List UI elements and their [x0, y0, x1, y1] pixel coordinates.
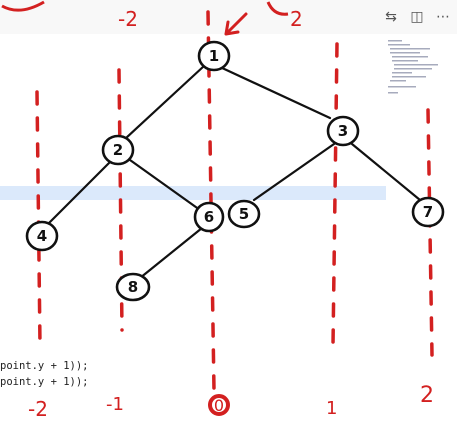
edge-2-4 — [44, 160, 112, 228]
edge-3-5 — [252, 142, 336, 202]
tree-node-label-2: 2 — [113, 141, 123, 159]
column-line-1 — [331, 42, 339, 347]
edge-1-3 — [218, 65, 332, 120]
tree-node-label-7: 7 — [423, 203, 433, 221]
tree-node-5 — [227, 199, 261, 229]
tree-node-label-1: 1 — [209, 47, 219, 65]
edge-1-2 — [124, 64, 206, 140]
editor-area[interactable] — [0, 34, 457, 423]
column-line-neg2 — [35, 90, 42, 347]
tree-node-label-4: 4 — [37, 227, 47, 245]
annotation-top-left: -2 — [118, 7, 138, 31]
scribble-top-left — [1, 0, 45, 12]
scribble-top-right — [266, 1, 289, 16]
column-line-2 — [426, 108, 434, 357]
column-label-0: 0 — [214, 396, 224, 415]
tree-edges — [44, 64, 422, 280]
code-line-1[interactable]: point.y + 1)); — [0, 360, 89, 372]
column-label-neg2: -2 — [28, 397, 48, 421]
edge-3-7 — [350, 142, 422, 202]
tree-node-3 — [326, 115, 360, 147]
current-line-highlight — [0, 186, 386, 200]
tree-node-1 — [197, 40, 231, 72]
edge-6-8 — [138, 226, 204, 280]
column-label-1: 1 — [326, 398, 337, 419]
tree-node-7 — [411, 196, 445, 228]
edge-2-6 — [128, 158, 202, 212]
tree-nodes — [25, 40, 445, 302]
column-marker-0 — [208, 394, 230, 416]
compare-icon[interactable]: ⇆ — [385, 9, 397, 25]
split-editor-icon[interactable]: ◫ — [410, 9, 424, 25]
tree-node-label-5: 5 — [239, 205, 249, 223]
arrow-to-root-icon — [224, 12, 248, 36]
column-label-neg1: -1 — [106, 394, 124, 415]
more-icon[interactable]: ⋯ — [436, 9, 450, 25]
tree-node-label-3: 3 — [338, 122, 348, 140]
tree-node-4 — [25, 220, 59, 252]
tree-node-label-6: 6 — [204, 208, 214, 226]
column-line-0 — [206, 10, 216, 392]
tree-node-6 — [193, 201, 225, 233]
code-line-2[interactable]: point.y + 1)); — [0, 376, 89, 388]
annotation-top-right: 2 — [290, 7, 303, 31]
column-label-2: 2 — [420, 383, 434, 408]
minimap[interactable] — [384, 36, 448, 100]
tree-node-label-8: 8 — [128, 278, 138, 296]
column-lines — [35, 10, 434, 392]
tree-node-2 — [101, 134, 135, 166]
tree-node-8 — [115, 272, 151, 302]
